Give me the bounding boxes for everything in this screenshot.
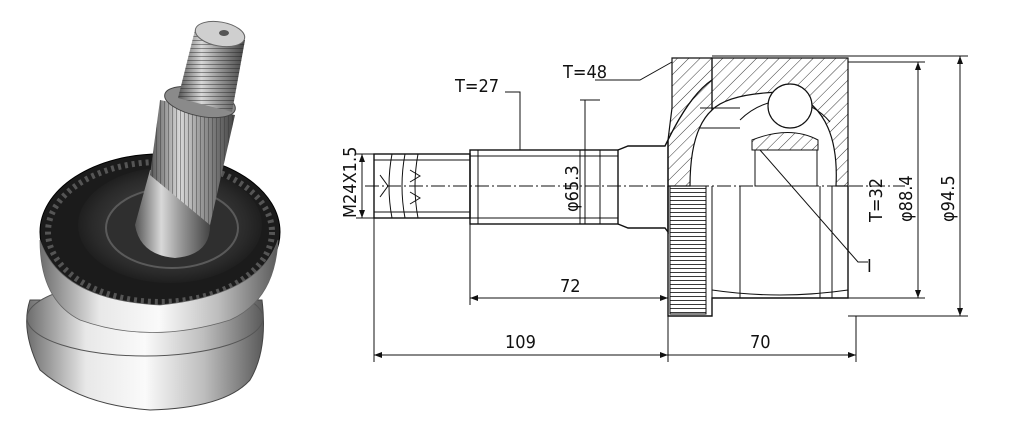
label-dia-88: φ88.4 (896, 175, 917, 222)
spline-shaft (469, 149, 619, 225)
label-len-109: 109 (505, 332, 536, 353)
label-t48: T=48 (562, 62, 607, 83)
technical-drawing: T=27 T=48 M24X1.5 φ65.3 T=32 φ88.4 φ94.5… (340, 55, 968, 362)
label-len-70: 70 (750, 332, 771, 353)
label-thread: M24X1.5 (340, 147, 361, 218)
label-dia-94: φ94.5 (938, 175, 959, 222)
label-t32: T=32 (866, 178, 887, 223)
cv-joint-photo (26, 20, 281, 411)
label-dia-65: φ65.3 (562, 165, 583, 212)
leader-t48 (595, 61, 673, 81)
label-marker: I (867, 256, 872, 277)
ball (767, 83, 813, 129)
label-t27: T=27 (454, 76, 499, 97)
abs-ring (669, 185, 707, 315)
label-len-72: 72 (560, 276, 581, 297)
